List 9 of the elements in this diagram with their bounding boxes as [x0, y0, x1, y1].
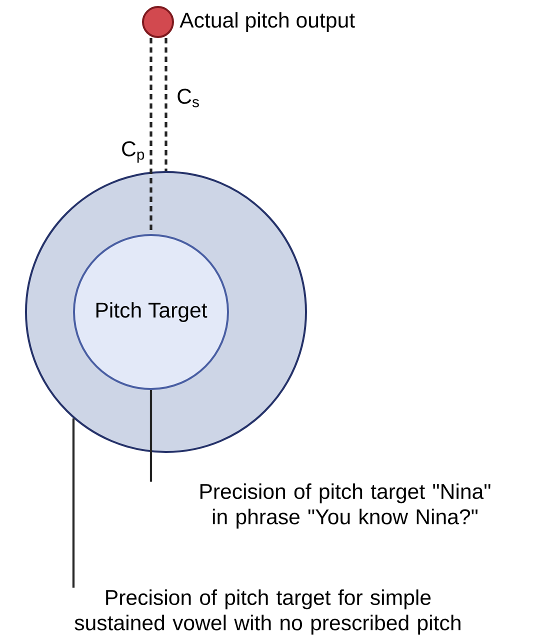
edge-label: C$_{p}$: [122, 141, 144, 163]
annotation-text: Precision of pitch target "Nina" in phrase "You know Nina?": [200, 483, 490, 529]
leader-line: [72, 418, 75, 588]
edge-label: C$_{s}$: [178, 88, 199, 108]
dashed-line: [164, 38, 168, 171]
node-caption: Actual pitch output: [180, 12, 355, 32]
annotation-text: Precision of pitch target for simple sustained vowel with no prescribed pitch: [74, 589, 460, 635]
leader-line: [150, 390, 152, 482]
dot-marker: [142, 6, 174, 38]
